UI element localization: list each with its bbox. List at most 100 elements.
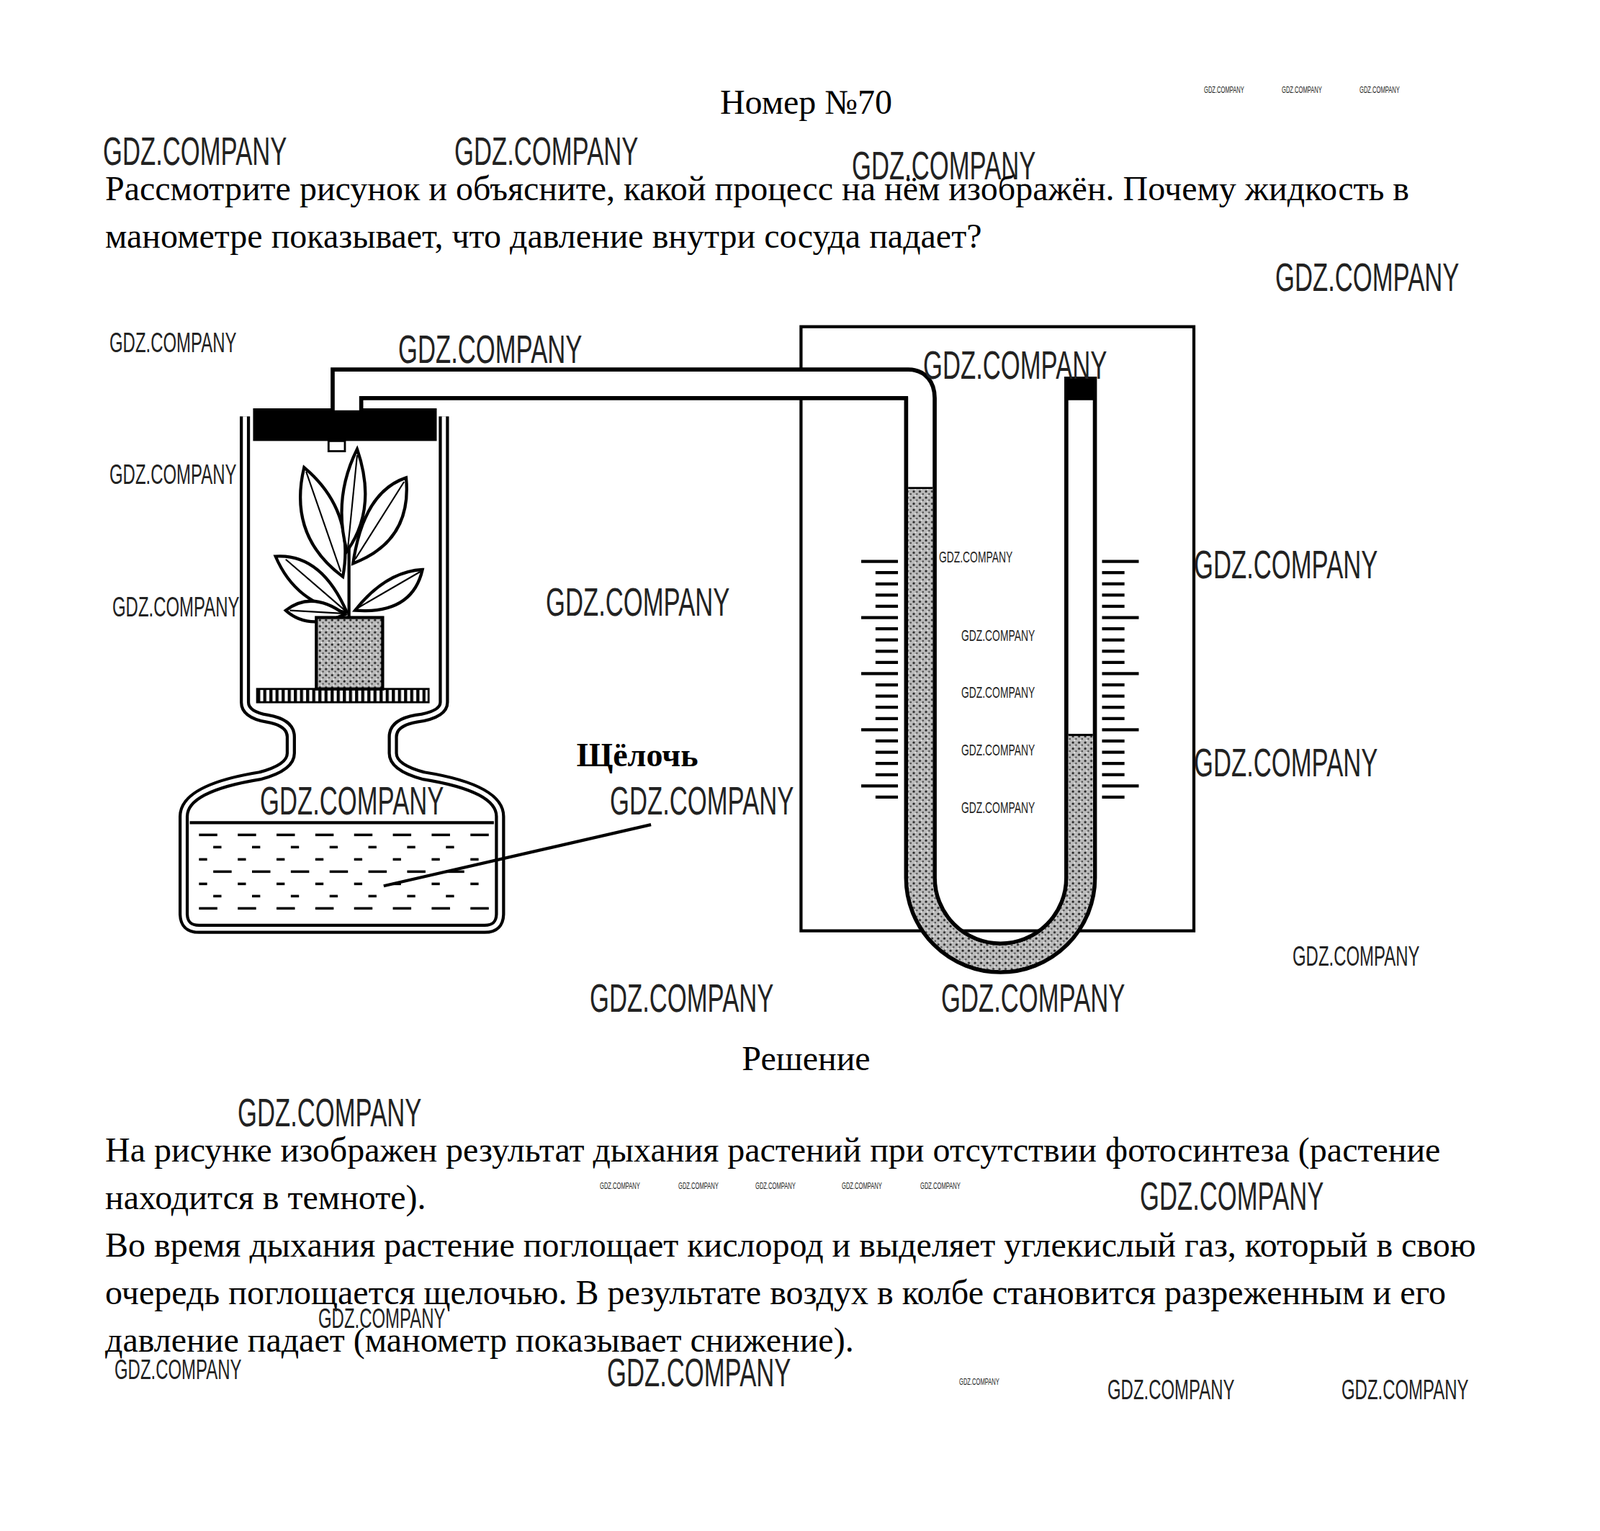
question-text: Рассмотрите рисунок и объясните, какой п… xyxy=(105,164,1474,260)
watermark: GDZ.COMPANY xyxy=(1193,742,1378,782)
stroke xyxy=(354,882,363,886)
stroke xyxy=(1101,705,1125,709)
stroke xyxy=(237,833,257,837)
stroke xyxy=(198,833,218,837)
watermark: GDZ.COMPANY xyxy=(923,345,1107,386)
stroke xyxy=(1101,571,1125,574)
stroke xyxy=(861,559,898,563)
watermark: GDZ.COMPANY xyxy=(1359,85,1400,95)
stroke xyxy=(875,739,898,743)
stroke xyxy=(875,694,898,698)
stroke xyxy=(213,846,222,849)
section-heading: Решение xyxy=(741,1034,870,1083)
lid-stopper xyxy=(328,440,345,451)
stroke xyxy=(315,907,335,911)
stroke xyxy=(406,870,426,874)
stroke xyxy=(861,727,898,731)
stroke xyxy=(329,846,338,849)
stroke xyxy=(406,895,415,898)
stroke xyxy=(875,661,898,664)
stroke xyxy=(1101,717,1125,721)
watermark: GDZ.COMPANY xyxy=(1341,1376,1469,1404)
watermark: GDZ.COMPANY xyxy=(545,582,730,623)
stroke xyxy=(470,858,479,862)
stroke xyxy=(1101,615,1139,619)
stroke xyxy=(368,846,377,849)
stroke xyxy=(1101,604,1125,608)
stroke xyxy=(1101,773,1125,777)
stroke xyxy=(276,858,285,862)
watermark: GDZ.COMPANY xyxy=(1193,544,1378,584)
stroke xyxy=(1101,582,1125,586)
watermark: GDZ.COMPANY xyxy=(237,1092,422,1132)
stroke xyxy=(290,870,310,874)
plant-pot xyxy=(316,617,383,690)
watermark: GDZ.COMPANY xyxy=(259,781,444,821)
watermark: GDZ.COMPANY xyxy=(607,1352,791,1392)
watermark: GDZ.COMPANY xyxy=(599,1181,641,1191)
stroke xyxy=(875,571,898,574)
stroke xyxy=(875,593,898,597)
stroke xyxy=(875,604,898,608)
stroke xyxy=(329,895,338,898)
stroke xyxy=(861,671,898,675)
watermark: GDZ.COMPANY xyxy=(961,684,1035,701)
watermark: GDZ.COMPANY xyxy=(1281,85,1323,95)
glass-tube-inner xyxy=(347,383,1081,958)
stroke xyxy=(276,833,296,837)
watermark: GDZ.COMPANY xyxy=(938,549,1013,566)
watermark: GDZ.COMPANY xyxy=(454,131,638,171)
stroke xyxy=(445,895,454,898)
stroke xyxy=(875,649,898,653)
stroke xyxy=(875,761,898,765)
stroke xyxy=(875,683,898,687)
plant xyxy=(275,449,423,623)
watermark: GDZ.COMPANY xyxy=(102,131,287,171)
watermark: GDZ.COMPANY xyxy=(109,460,237,489)
stroke xyxy=(393,833,412,837)
stroke xyxy=(431,882,440,886)
manometer-board xyxy=(800,326,1194,932)
watermark: GDZ.COMPANY xyxy=(1107,1376,1235,1404)
stroke xyxy=(354,858,363,862)
stroke xyxy=(1101,593,1125,597)
watermark: GDZ.COMPANY xyxy=(961,800,1035,816)
scale-ticks xyxy=(861,561,1139,798)
stroke xyxy=(875,773,898,777)
stroke xyxy=(198,882,207,886)
liquid-level-left xyxy=(908,486,933,489)
watermark: GDZ.COMPANY xyxy=(1203,85,1245,95)
liquid-level-right xyxy=(1068,733,1094,736)
watermark: GDZ.COMPANY xyxy=(1139,1175,1324,1216)
stroke xyxy=(875,717,898,721)
watermark: GDZ.COMPANY xyxy=(961,627,1035,644)
watermark: GDZ.COMPANY xyxy=(959,1377,1000,1387)
watermark: GDZ.COMPANY xyxy=(920,1181,961,1191)
stroke xyxy=(290,846,299,849)
stroke xyxy=(329,870,349,874)
stroke xyxy=(1101,761,1125,765)
stroke xyxy=(368,895,377,898)
watermark: GDZ.COMPANY xyxy=(398,329,582,369)
stroke xyxy=(470,882,479,886)
watermark: GDZ.COMPANY xyxy=(109,329,237,357)
stroke xyxy=(470,907,489,911)
stroke xyxy=(354,907,373,911)
stroke xyxy=(861,784,898,788)
stroke xyxy=(252,870,271,874)
stroke xyxy=(315,833,335,837)
watermark: GDZ.COMPANY xyxy=(755,1181,796,1191)
stroke xyxy=(431,833,451,837)
stroke xyxy=(315,858,324,862)
stroke xyxy=(445,846,454,849)
stroke xyxy=(276,907,296,911)
stroke xyxy=(213,895,222,898)
stroke xyxy=(1101,683,1125,687)
stroke xyxy=(354,833,373,837)
stroke xyxy=(1101,784,1139,788)
watermark: GDZ.COMPANY xyxy=(589,977,774,1018)
page-title: Номер №70 xyxy=(720,78,893,127)
stroke xyxy=(875,582,898,586)
stroke xyxy=(290,895,299,898)
stroke xyxy=(237,882,246,886)
